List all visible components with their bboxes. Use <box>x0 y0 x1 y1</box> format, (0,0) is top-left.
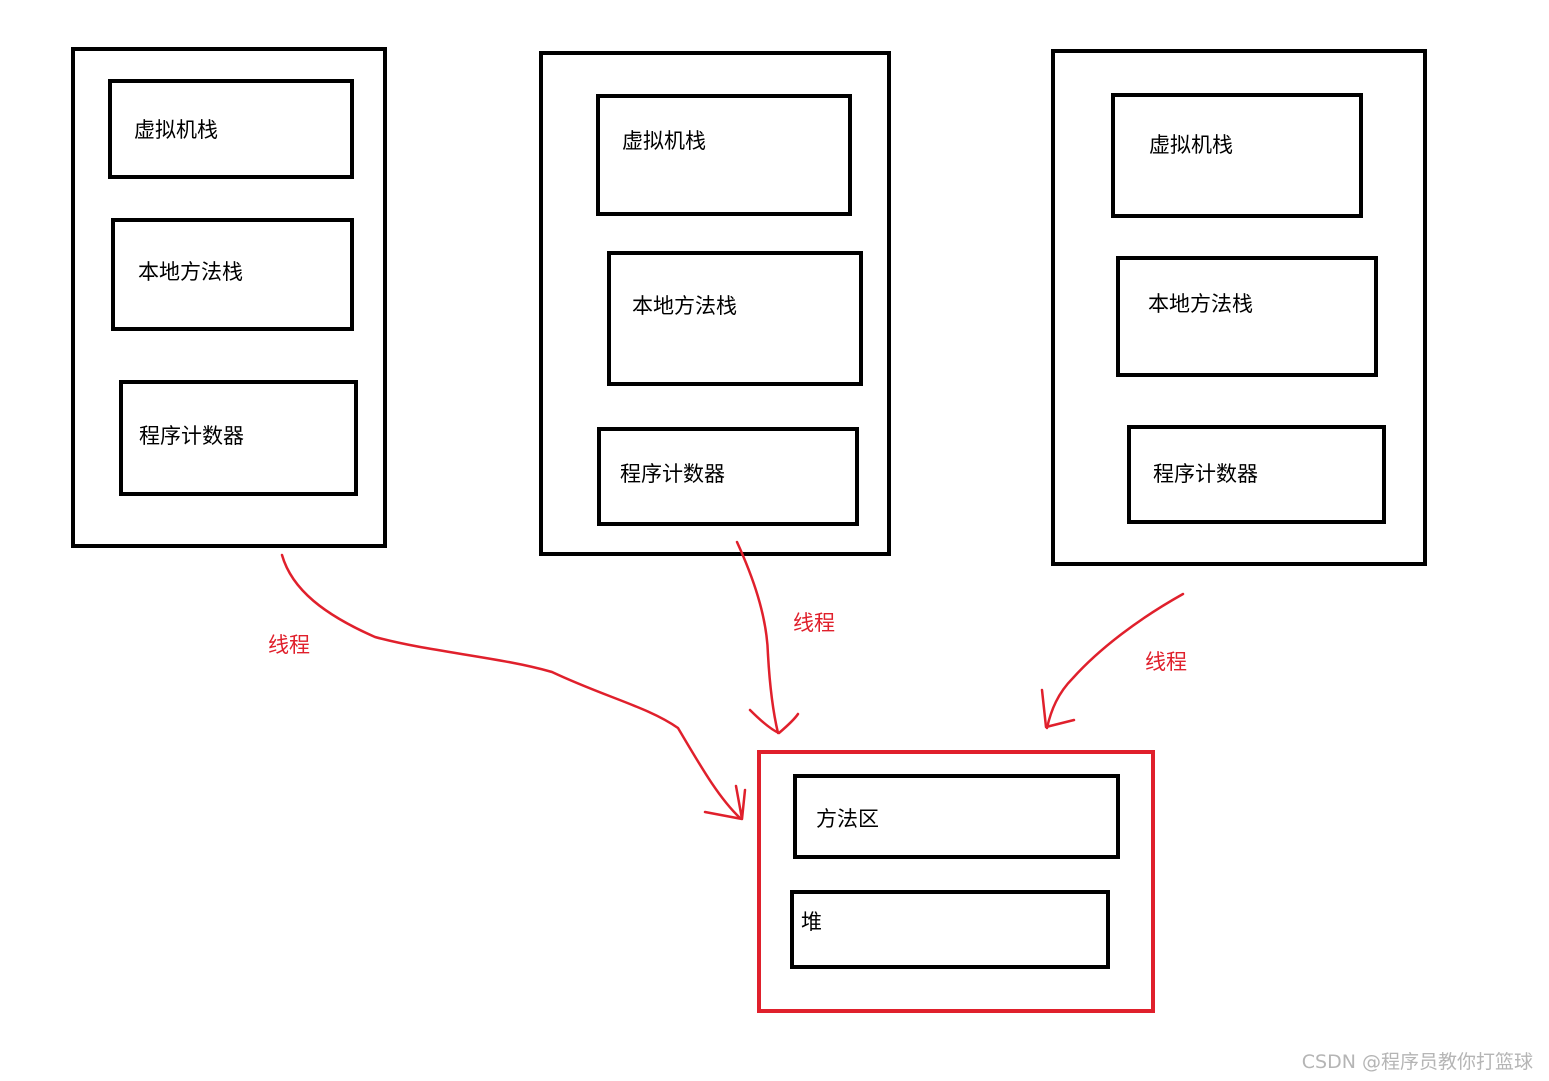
thread-2-counter-label: 程序计数器 <box>620 462 725 486</box>
arrows <box>280 540 1185 821</box>
thread-2-native-stack-label: 本地方法栈 <box>632 294 737 318</box>
arrow-thread-1 <box>280 553 742 820</box>
shared-memory-container <box>757 750 1155 1013</box>
arrow-thread-1-head <box>703 784 747 821</box>
thread-3-counter-box <box>1127 425 1386 524</box>
thread-group-1 <box>71 47 387 548</box>
thread-group-2 <box>539 51 891 556</box>
thread-1-native-stack-box <box>111 218 354 331</box>
arrow-thread-2-head <box>748 708 800 735</box>
thread-3-stack-box <box>1111 93 1363 218</box>
thread-2-counter-box <box>597 427 859 526</box>
arrow-thread-2 <box>735 540 780 735</box>
method-area-label: 方法区 <box>816 807 879 831</box>
thread-3-native-stack-box <box>1116 256 1378 377</box>
thread-1-stack-label: 虚拟机栈 <box>134 118 218 142</box>
thread-1-native-stack-label: 本地方法栈 <box>138 260 243 284</box>
edge-label-thread-3: 线程 <box>1145 650 1187 674</box>
thread-container-2 <box>539 51 891 556</box>
edge-label-thread-2: 线程 <box>793 611 835 635</box>
thread-group-3 <box>1051 49 1427 566</box>
thread-3-native-stack-label: 本地方法栈 <box>1148 292 1253 316</box>
arrow-thread-3-head <box>1040 688 1076 729</box>
thread-3-counter-label: 程序计数器 <box>1153 462 1258 486</box>
thread-1-stack-box <box>108 79 354 179</box>
edge-label-thread-1: 线程 <box>268 633 310 657</box>
heap-box <box>790 890 1110 969</box>
thread-1-counter-box <box>119 380 358 496</box>
heap-label: 堆 <box>801 910 822 934</box>
arrow-thread-3 <box>1045 592 1185 730</box>
thread-container-3 <box>1051 49 1427 566</box>
thread-container-1 <box>71 47 387 548</box>
shared-inner-boxes <box>790 774 1120 969</box>
thread-2-stack-label: 虚拟机栈 <box>622 129 706 153</box>
thread-2-native-stack-box <box>607 251 863 386</box>
thread-2-stack-box <box>596 94 852 216</box>
thread-3-stack-label: 虚拟机栈 <box>1149 133 1233 157</box>
method-area-box <box>793 774 1120 859</box>
thread-1-counter-label: 程序计数器 <box>139 424 244 448</box>
watermark-text: CSDN @程序员教你打篮球 <box>1302 1051 1533 1073</box>
